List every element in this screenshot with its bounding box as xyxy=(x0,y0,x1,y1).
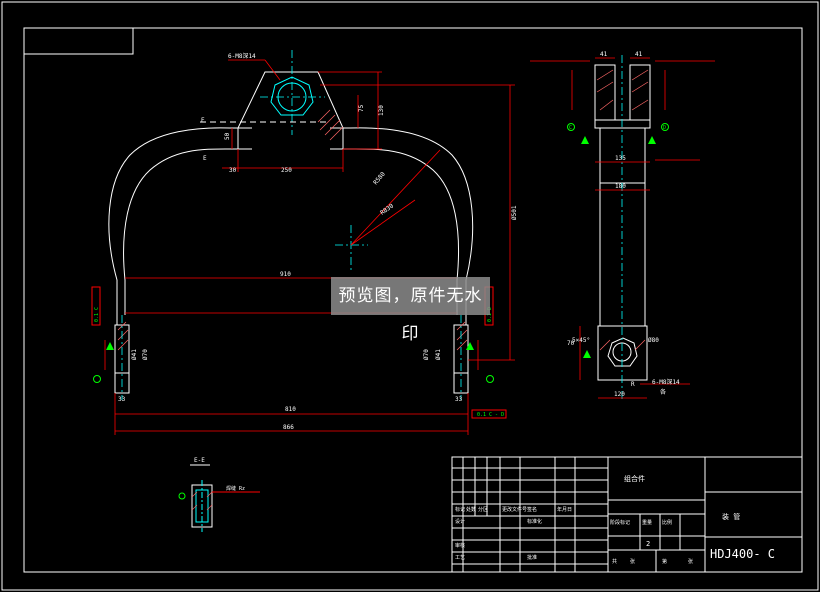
dim-910: 910 xyxy=(280,271,291,278)
label-weight: 重量 xyxy=(642,519,652,526)
datum-r: R xyxy=(631,381,635,388)
dim-250: 250 xyxy=(281,167,292,174)
tolerance-left: 0.1 C xyxy=(94,307,100,322)
thread-note-side: 6-M8深14 xyxy=(652,378,680,386)
thread-note-side-2: 各 xyxy=(660,388,666,396)
label-of: 第 xyxy=(662,558,667,565)
tolerance-bottom: 0.1 C - D xyxy=(477,412,504,418)
section-mark-top: E xyxy=(201,117,205,124)
dim-41-right: 41 xyxy=(635,51,643,58)
label-stage: 阶段标记 xyxy=(610,519,630,526)
quantity: 2 xyxy=(646,540,650,548)
label-scale: 比例 xyxy=(662,519,672,526)
dim-866: 866 xyxy=(283,424,294,431)
drawing-number: HDJ400- C xyxy=(710,547,775,561)
section-note: 焊缝 Rz xyxy=(226,485,245,492)
dim-phi70-left: Ø70 xyxy=(142,349,149,360)
label-approve: 批准 xyxy=(527,554,537,561)
dim-chamfer: 5×45° xyxy=(572,337,590,344)
dim-180: 180 xyxy=(615,183,626,190)
dim-phi501: Ø501 xyxy=(511,205,518,220)
dim-41-left: 41 xyxy=(600,51,608,58)
label-sign: 签名 xyxy=(527,506,537,513)
label-change: 更改文件号 xyxy=(502,506,527,513)
label-designer: 设计 xyxy=(455,518,465,525)
dim-33-left: 33 xyxy=(118,396,126,403)
datum-d: D xyxy=(663,125,666,131)
dim-33-right: 33 xyxy=(455,396,463,403)
side-view: 41 41 135 180 120 70 5×45° Ø80 R 6-M8深14… xyxy=(530,51,715,400)
section-e-e: E-E 焊缝 Rz xyxy=(178,457,260,532)
dim-70: 70 xyxy=(567,340,575,347)
label-mark: 标记 xyxy=(455,506,465,513)
datum-c: C xyxy=(569,125,572,131)
dim-phi80: Ø80 xyxy=(648,337,659,344)
section-title: E-E xyxy=(194,457,205,464)
label-check: 审核 xyxy=(455,542,465,549)
thread-note-front: 6-M8深14 xyxy=(228,52,256,60)
dim-130: 130 xyxy=(378,105,385,116)
label-sheet2: 张 xyxy=(630,558,635,565)
side-datums: C D xyxy=(567,123,669,358)
label-standard: 标准化 xyxy=(527,518,542,525)
dim-r580: R580 xyxy=(372,170,387,186)
preview-watermark: 预览图，原件无水印 xyxy=(331,277,490,344)
dim-50: 50 xyxy=(224,132,231,140)
section-mark-bottom: E xyxy=(203,155,207,162)
front-view: 250 30 50 75 130 R580 R830 910 810 866 3… xyxy=(91,50,518,435)
dim-120: 120 xyxy=(614,391,625,398)
title-block xyxy=(451,456,803,573)
label-date: 年月日 xyxy=(557,506,572,513)
label-count: 处数 xyxy=(466,506,476,513)
dim-r830: R830 xyxy=(379,202,395,216)
dim-30: 30 xyxy=(229,167,237,174)
material: 装 管 xyxy=(722,512,740,521)
dim-phi41-right: Ø41 xyxy=(435,349,442,360)
dim-810: 810 xyxy=(285,406,296,413)
tolerance-right: 0.1 D xyxy=(487,307,493,322)
label-page: 张 xyxy=(688,558,693,565)
label-process: 工艺 xyxy=(455,555,465,561)
dim-phi70-right: Ø70 xyxy=(423,349,430,360)
label-zone: 分区 xyxy=(478,506,488,513)
part-name: 组合件 xyxy=(624,474,645,483)
label-sheet: 共 xyxy=(612,558,617,565)
dim-75: 75 xyxy=(358,104,365,112)
dim-phi41-left: Ø41 xyxy=(131,349,138,360)
dim-135: 135 xyxy=(615,155,626,162)
